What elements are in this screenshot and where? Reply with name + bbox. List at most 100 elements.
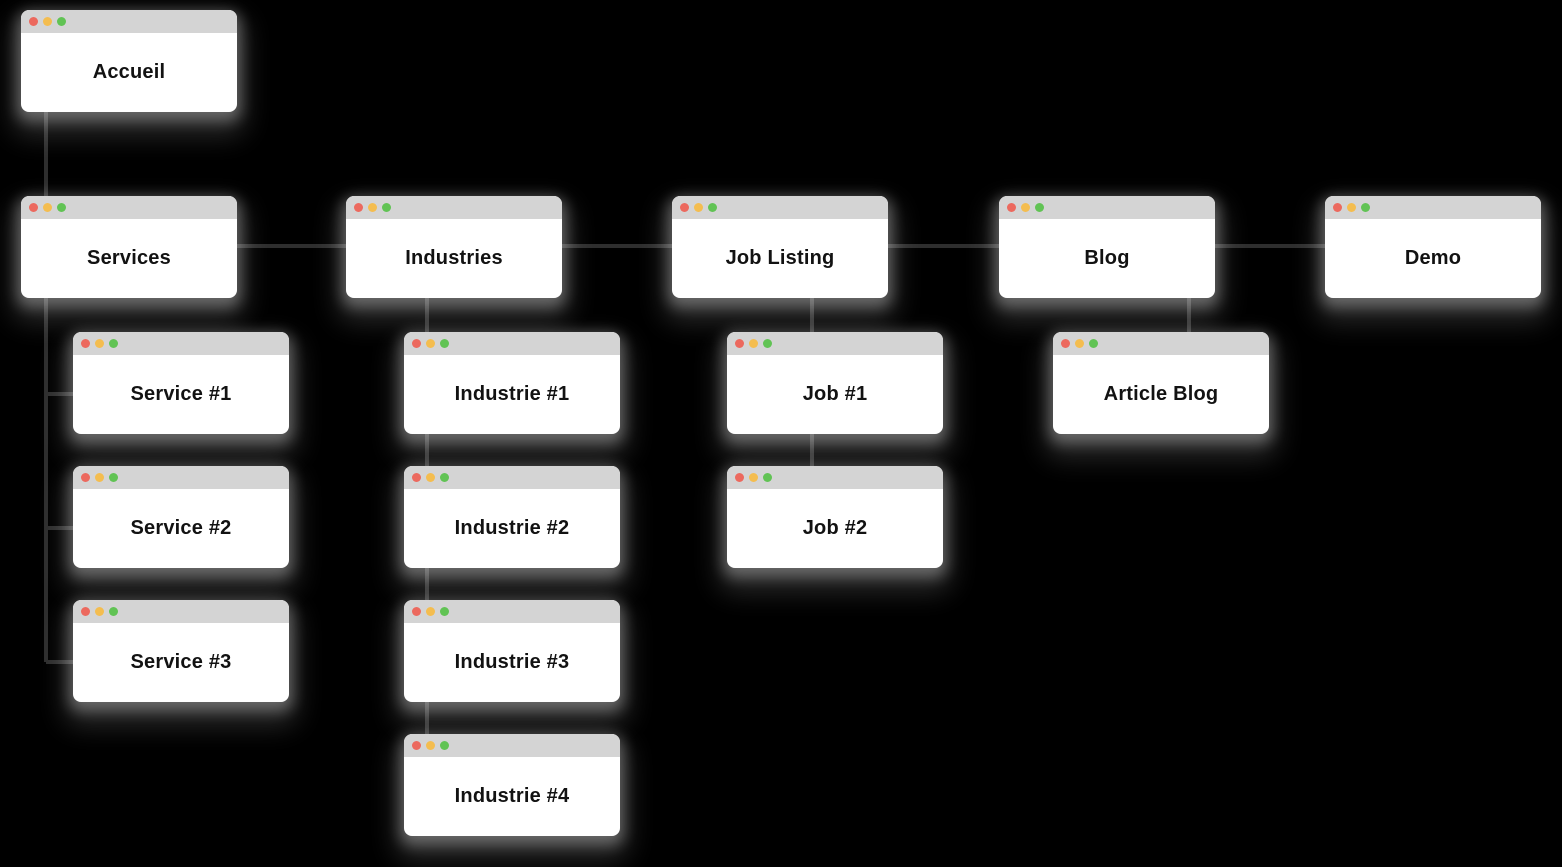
sitemap-node-service-2[interactable]: Service #2 [73, 466, 289, 568]
traffic-light-zoom-icon [1361, 203, 1370, 212]
window-content: Job #2 [727, 489, 943, 568]
traffic-light-minimize-icon [426, 339, 435, 348]
traffic-light-zoom-icon [109, 607, 118, 616]
traffic-light-minimize-icon [426, 607, 435, 616]
window-titlebar [346, 196, 562, 219]
traffic-light-close-icon [1333, 203, 1342, 212]
traffic-light-zoom-icon [763, 473, 772, 482]
window-titlebar [404, 466, 620, 489]
node-label: Services [87, 247, 171, 269]
window-titlebar [1053, 332, 1269, 355]
traffic-light-close-icon [81, 339, 90, 348]
window-titlebar [404, 734, 620, 757]
window-content: Service #1 [73, 355, 289, 434]
window-content: Industries [346, 219, 562, 298]
window-titlebar [727, 466, 943, 489]
connector-line-industries-to-job-listing [562, 244, 672, 248]
window-titlebar [672, 196, 888, 219]
traffic-light-minimize-icon [1347, 203, 1356, 212]
traffic-light-zoom-icon [1035, 203, 1044, 212]
node-label: Industries [405, 247, 503, 269]
window-titlebar [727, 332, 943, 355]
connector-line-blog-to-demo [1215, 244, 1325, 248]
traffic-light-zoom-icon [440, 473, 449, 482]
traffic-light-zoom-icon [763, 339, 772, 348]
sitemap-node-industrie-3[interactable]: Industrie #3 [404, 600, 620, 702]
sitemap-node-job-1[interactable]: Job #1 [727, 332, 943, 434]
sitemap-node-service-3[interactable]: Service #3 [73, 600, 289, 702]
sitemap-node-blog[interactable]: Blog [999, 196, 1215, 298]
sitemap-node-accueil[interactable]: Accueil [21, 10, 237, 112]
window-titlebar [73, 600, 289, 623]
traffic-light-zoom-icon [708, 203, 717, 212]
node-label: Industrie #2 [454, 517, 570, 539]
traffic-light-zoom-icon [440, 339, 449, 348]
sitemap-node-service-1[interactable]: Service #1 [73, 332, 289, 434]
window-content: Services [21, 219, 237, 298]
window-content: Industrie #2 [404, 489, 620, 568]
window-titlebar [21, 10, 237, 33]
traffic-light-minimize-icon [368, 203, 377, 212]
traffic-light-zoom-icon [57, 17, 66, 26]
sitemap-node-services[interactable]: Services [21, 196, 237, 298]
traffic-light-close-icon [354, 203, 363, 212]
traffic-light-close-icon [735, 339, 744, 348]
traffic-light-minimize-icon [1021, 203, 1030, 212]
node-label: Industrie #4 [454, 785, 570, 807]
traffic-light-minimize-icon [95, 473, 104, 482]
node-label: Demo [1404, 247, 1462, 269]
window-content: Demo [1325, 219, 1541, 298]
traffic-light-minimize-icon [95, 607, 104, 616]
traffic-light-close-icon [412, 741, 421, 750]
traffic-light-minimize-icon [43, 203, 52, 212]
window-content: Industrie #1 [404, 355, 620, 434]
node-label: Job #1 [802, 383, 868, 405]
window-content: Accueil [21, 33, 237, 112]
traffic-light-close-icon [412, 607, 421, 616]
sitemap-node-industrie-2[interactable]: Industrie #2 [404, 466, 620, 568]
sitemap-node-job-listing[interactable]: Job Listing [672, 196, 888, 298]
sitemap-node-job-2[interactable]: Job #2 [727, 466, 943, 568]
traffic-light-zoom-icon [1089, 339, 1098, 348]
window-titlebar [999, 196, 1215, 219]
window-titlebar [404, 600, 620, 623]
traffic-light-close-icon [735, 473, 744, 482]
window-titlebar [73, 466, 289, 489]
node-label: Article Blog [1103, 383, 1219, 405]
connector-line-services-trunk-to-service-1 [46, 392, 73, 396]
window-content: Job #1 [727, 355, 943, 434]
node-label: Industrie #3 [454, 651, 570, 673]
window-content: Industrie #3 [404, 623, 620, 702]
window-content: Article Blog [1053, 355, 1269, 434]
node-label: Service #1 [130, 383, 232, 405]
node-label: Service #2 [130, 517, 232, 539]
sitemap-node-industrie-4[interactable]: Industrie #4 [404, 734, 620, 836]
sitemap-node-industries[interactable]: Industries [346, 196, 562, 298]
connector-line-services-trunk-to-service-2 [46, 526, 73, 530]
window-titlebar [404, 332, 620, 355]
traffic-light-minimize-icon [1075, 339, 1084, 348]
window-titlebar [73, 332, 289, 355]
sitemap-node-article-blog[interactable]: Article Blog [1053, 332, 1269, 434]
traffic-light-close-icon [412, 339, 421, 348]
traffic-light-close-icon [680, 203, 689, 212]
window-content: Service #3 [73, 623, 289, 702]
traffic-light-minimize-icon [426, 473, 435, 482]
traffic-light-minimize-icon [749, 339, 758, 348]
traffic-light-zoom-icon [57, 203, 66, 212]
connector-line-services-to-industries [237, 244, 346, 248]
traffic-light-zoom-icon [109, 473, 118, 482]
traffic-light-close-icon [29, 17, 38, 26]
traffic-light-zoom-icon [440, 741, 449, 750]
node-label: Blog [1084, 247, 1130, 269]
sitemap-node-industrie-1[interactable]: Industrie #1 [404, 332, 620, 434]
node-label: Job #2 [802, 517, 868, 539]
connector-line-services-to-services-trunk [44, 298, 48, 662]
node-label: Accueil [92, 61, 166, 83]
node-label: Industrie #1 [454, 383, 570, 405]
connector-line-accueil-to-services [44, 112, 48, 198]
sitemap-node-demo[interactable]: Demo [1325, 196, 1541, 298]
traffic-light-minimize-icon [749, 473, 758, 482]
node-label: Job Listing [725, 247, 835, 269]
